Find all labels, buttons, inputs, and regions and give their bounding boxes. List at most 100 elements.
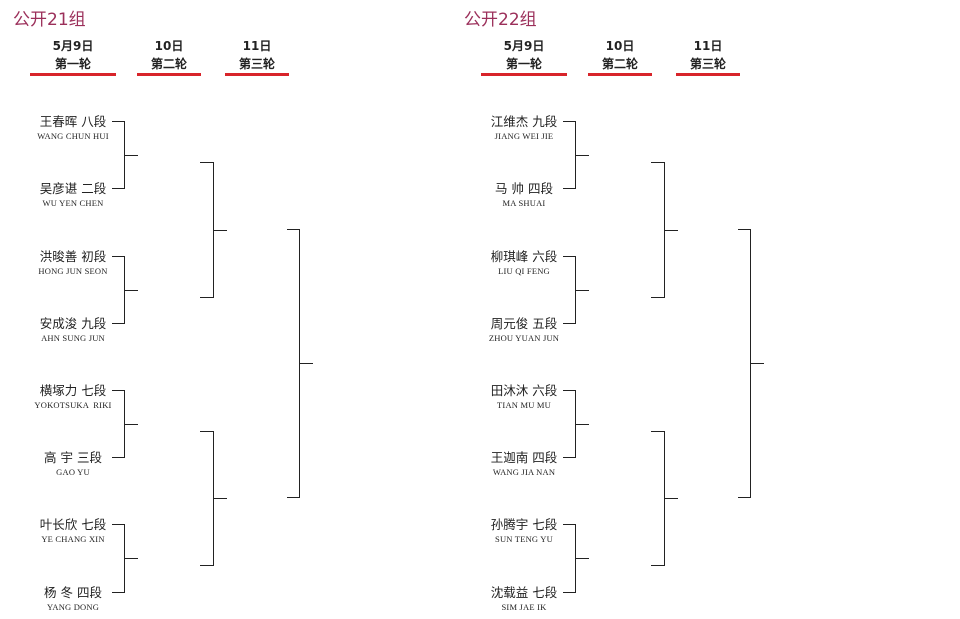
player-romanized-name: SIM JAE IK: [501, 602, 547, 612]
player-name: 马 帅 四段: [495, 181, 553, 196]
player-name: 安成浚 九段: [39, 316, 107, 331]
bracket-line: [124, 558, 138, 559]
bracket-line: [299, 363, 313, 364]
round-name: 第三轮: [689, 57, 726, 71]
player-name: 高 宇 三段: [44, 450, 102, 465]
bracket-line: [563, 457, 576, 458]
bracket-line: [213, 498, 227, 499]
bracket-line: [124, 424, 138, 425]
round-underline: [588, 73, 652, 76]
bracket-line: [575, 558, 589, 559]
player-romanized-name: HONG JUN SEON: [38, 266, 108, 276]
round-name: 第三轮: [238, 57, 275, 71]
bracket-line: [651, 297, 665, 298]
round-date: 5月9日: [503, 39, 545, 53]
player-romanized-name: SUN TENG YU: [495, 534, 553, 544]
player-name: 洪晙善 初段: [39, 249, 107, 264]
bracket-line: [563, 121, 576, 122]
player-name: 周元俊 五段: [490, 316, 558, 331]
bracket-line: [112, 188, 125, 189]
round-header: 11日第三轮: [676, 37, 740, 76]
player-romanized-name: AHN SUNG JUN: [41, 333, 105, 343]
player-entry: 王迦南 四段 WANG JIA NAN: [469, 450, 579, 479]
round-header: 5月9日第一轮: [30, 37, 116, 76]
bracket-line: [200, 565, 214, 566]
bracket-line: [200, 162, 214, 163]
player-name: 柳琪峰 六段: [490, 249, 558, 264]
player-romanized-name: YOKOTSUKA RIKI: [34, 400, 112, 410]
group-title: 公开22组: [464, 10, 537, 30]
round-header: 5月9日第一轮: [481, 37, 567, 76]
bracket-line: [651, 162, 665, 163]
player-romanized-name: JIANG WEI JIE: [494, 131, 554, 141]
player-name: 孙腾宇 七段: [490, 517, 558, 532]
player-entry: 江维杰 九段 JIANG WEI JIE: [469, 114, 579, 143]
round-date: 11日: [693, 39, 723, 53]
player-name: 杨 冬 四段: [44, 585, 102, 600]
bracket-line: [200, 431, 214, 432]
player-entry: 吴彦谌 二段 WU YEN CHEN: [18, 181, 128, 210]
group-title: 公开21组: [13, 10, 86, 30]
bracket-line: [664, 230, 678, 231]
player-name: 江维杰 九段: [490, 114, 558, 129]
bracket-line: [112, 592, 125, 593]
round-underline: [137, 73, 201, 76]
player-romanized-name: TIAN MU MU: [497, 400, 551, 410]
player-name: 田沐沐 六段: [490, 383, 558, 398]
bracket-line: [287, 229, 300, 230]
player-entry: 洪晙善 初段 HONG JUN SEON: [18, 249, 128, 278]
bracket-line: [112, 121, 125, 122]
player-name: 叶长欣 七段: [39, 517, 107, 532]
player-name: 沈载益 七段: [490, 585, 558, 600]
player-entry: 高 宇 三段 GAO YU: [18, 450, 128, 479]
round-name: 第一轮: [505, 57, 542, 71]
bracket-line: [112, 323, 125, 324]
bracket-line: [738, 497, 751, 498]
bracket-line: [575, 155, 589, 156]
bracket-line: [112, 524, 125, 525]
round-date: 10日: [605, 39, 635, 53]
player-entry: 横塚力 七段 YOKOTSUKA RIKI: [18, 383, 128, 412]
round-underline: [481, 73, 567, 76]
player-romanized-name: GAO YU: [56, 467, 90, 477]
bracket-line: [738, 229, 751, 230]
bracket-line: [664, 498, 678, 499]
player-entry: 安成浚 九段 AHN SUNG JUN: [18, 316, 128, 345]
round-name: 第二轮: [150, 57, 187, 71]
player-name: 王迦南 四段: [490, 450, 558, 465]
bracket-line: [124, 155, 138, 156]
bracket-line: [112, 457, 125, 458]
bracket-line: [575, 424, 589, 425]
player-entry: 沈载益 七段 SIM JAE IK: [469, 585, 579, 614]
round-underline: [30, 73, 116, 76]
player-romanized-name: WU YEN CHEN: [42, 198, 104, 208]
bracket-line: [563, 390, 576, 391]
bracket-line: [575, 290, 589, 291]
bracket-line: [563, 323, 576, 324]
bracket-line: [563, 524, 576, 525]
round-header: 11日第三轮: [225, 37, 289, 76]
bracket-line: [213, 230, 227, 231]
round-name: 第一轮: [54, 57, 91, 71]
bracket-line: [651, 431, 665, 432]
player-romanized-name: YE CHANG XIN: [41, 534, 105, 544]
player-romanized-name: YANG DONG: [46, 602, 100, 612]
round-date: 10日: [154, 39, 184, 53]
player-entry: 杨 冬 四段 YANG DONG: [18, 585, 128, 614]
player-name: 吴彦谌 二段: [39, 181, 107, 196]
player-entry: 叶长欣 七段 YE CHANG XIN: [18, 517, 128, 546]
player-romanized-name: WANG CHUN HUI: [37, 131, 109, 141]
player-entry: 田沐沐 六段 TIAN MU MU: [469, 383, 579, 412]
round-date: 5月9日: [52, 39, 94, 53]
player-romanized-name: WANG JIA NAN: [492, 467, 556, 477]
player-entry: 孙腾宇 七段 SUN TENG YU: [469, 517, 579, 546]
bracket-line: [563, 592, 576, 593]
bracket-line: [112, 256, 125, 257]
player-name: 横塚力 七段: [39, 383, 107, 398]
